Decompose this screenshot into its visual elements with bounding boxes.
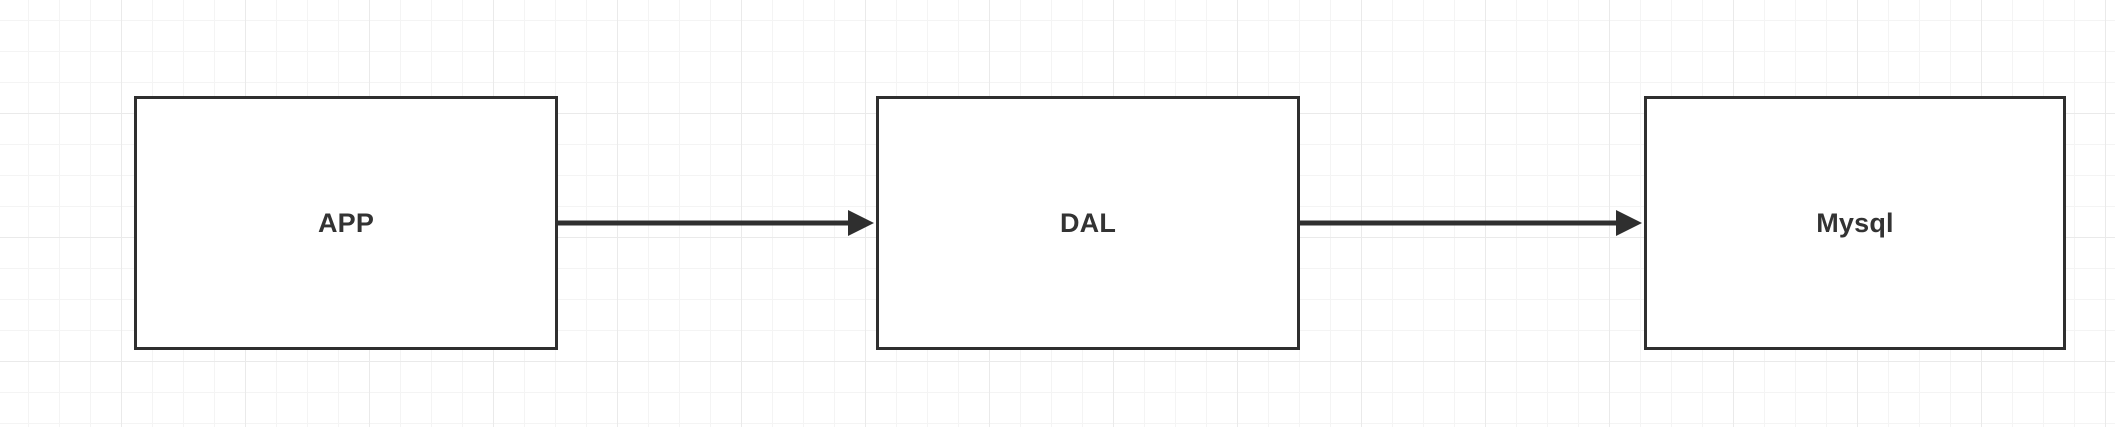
edge-app-dal-arrowhead	[848, 210, 874, 236]
edge-dal-mysql[interactable]	[1300, 210, 1642, 236]
node-dal[interactable]: DAL	[876, 96, 1300, 350]
node-mysql-label: Mysql	[1816, 207, 1894, 238]
edge-app-dal[interactable]	[558, 210, 874, 236]
node-app-label: APP	[317, 207, 375, 238]
node-mysql[interactable]: Mysql	[1644, 96, 2066, 350]
node-dal-label: DAL	[1059, 207, 1117, 238]
node-app[interactable]: APP	[134, 96, 558, 350]
edge-dal-mysql-arrowhead	[1616, 210, 1642, 236]
